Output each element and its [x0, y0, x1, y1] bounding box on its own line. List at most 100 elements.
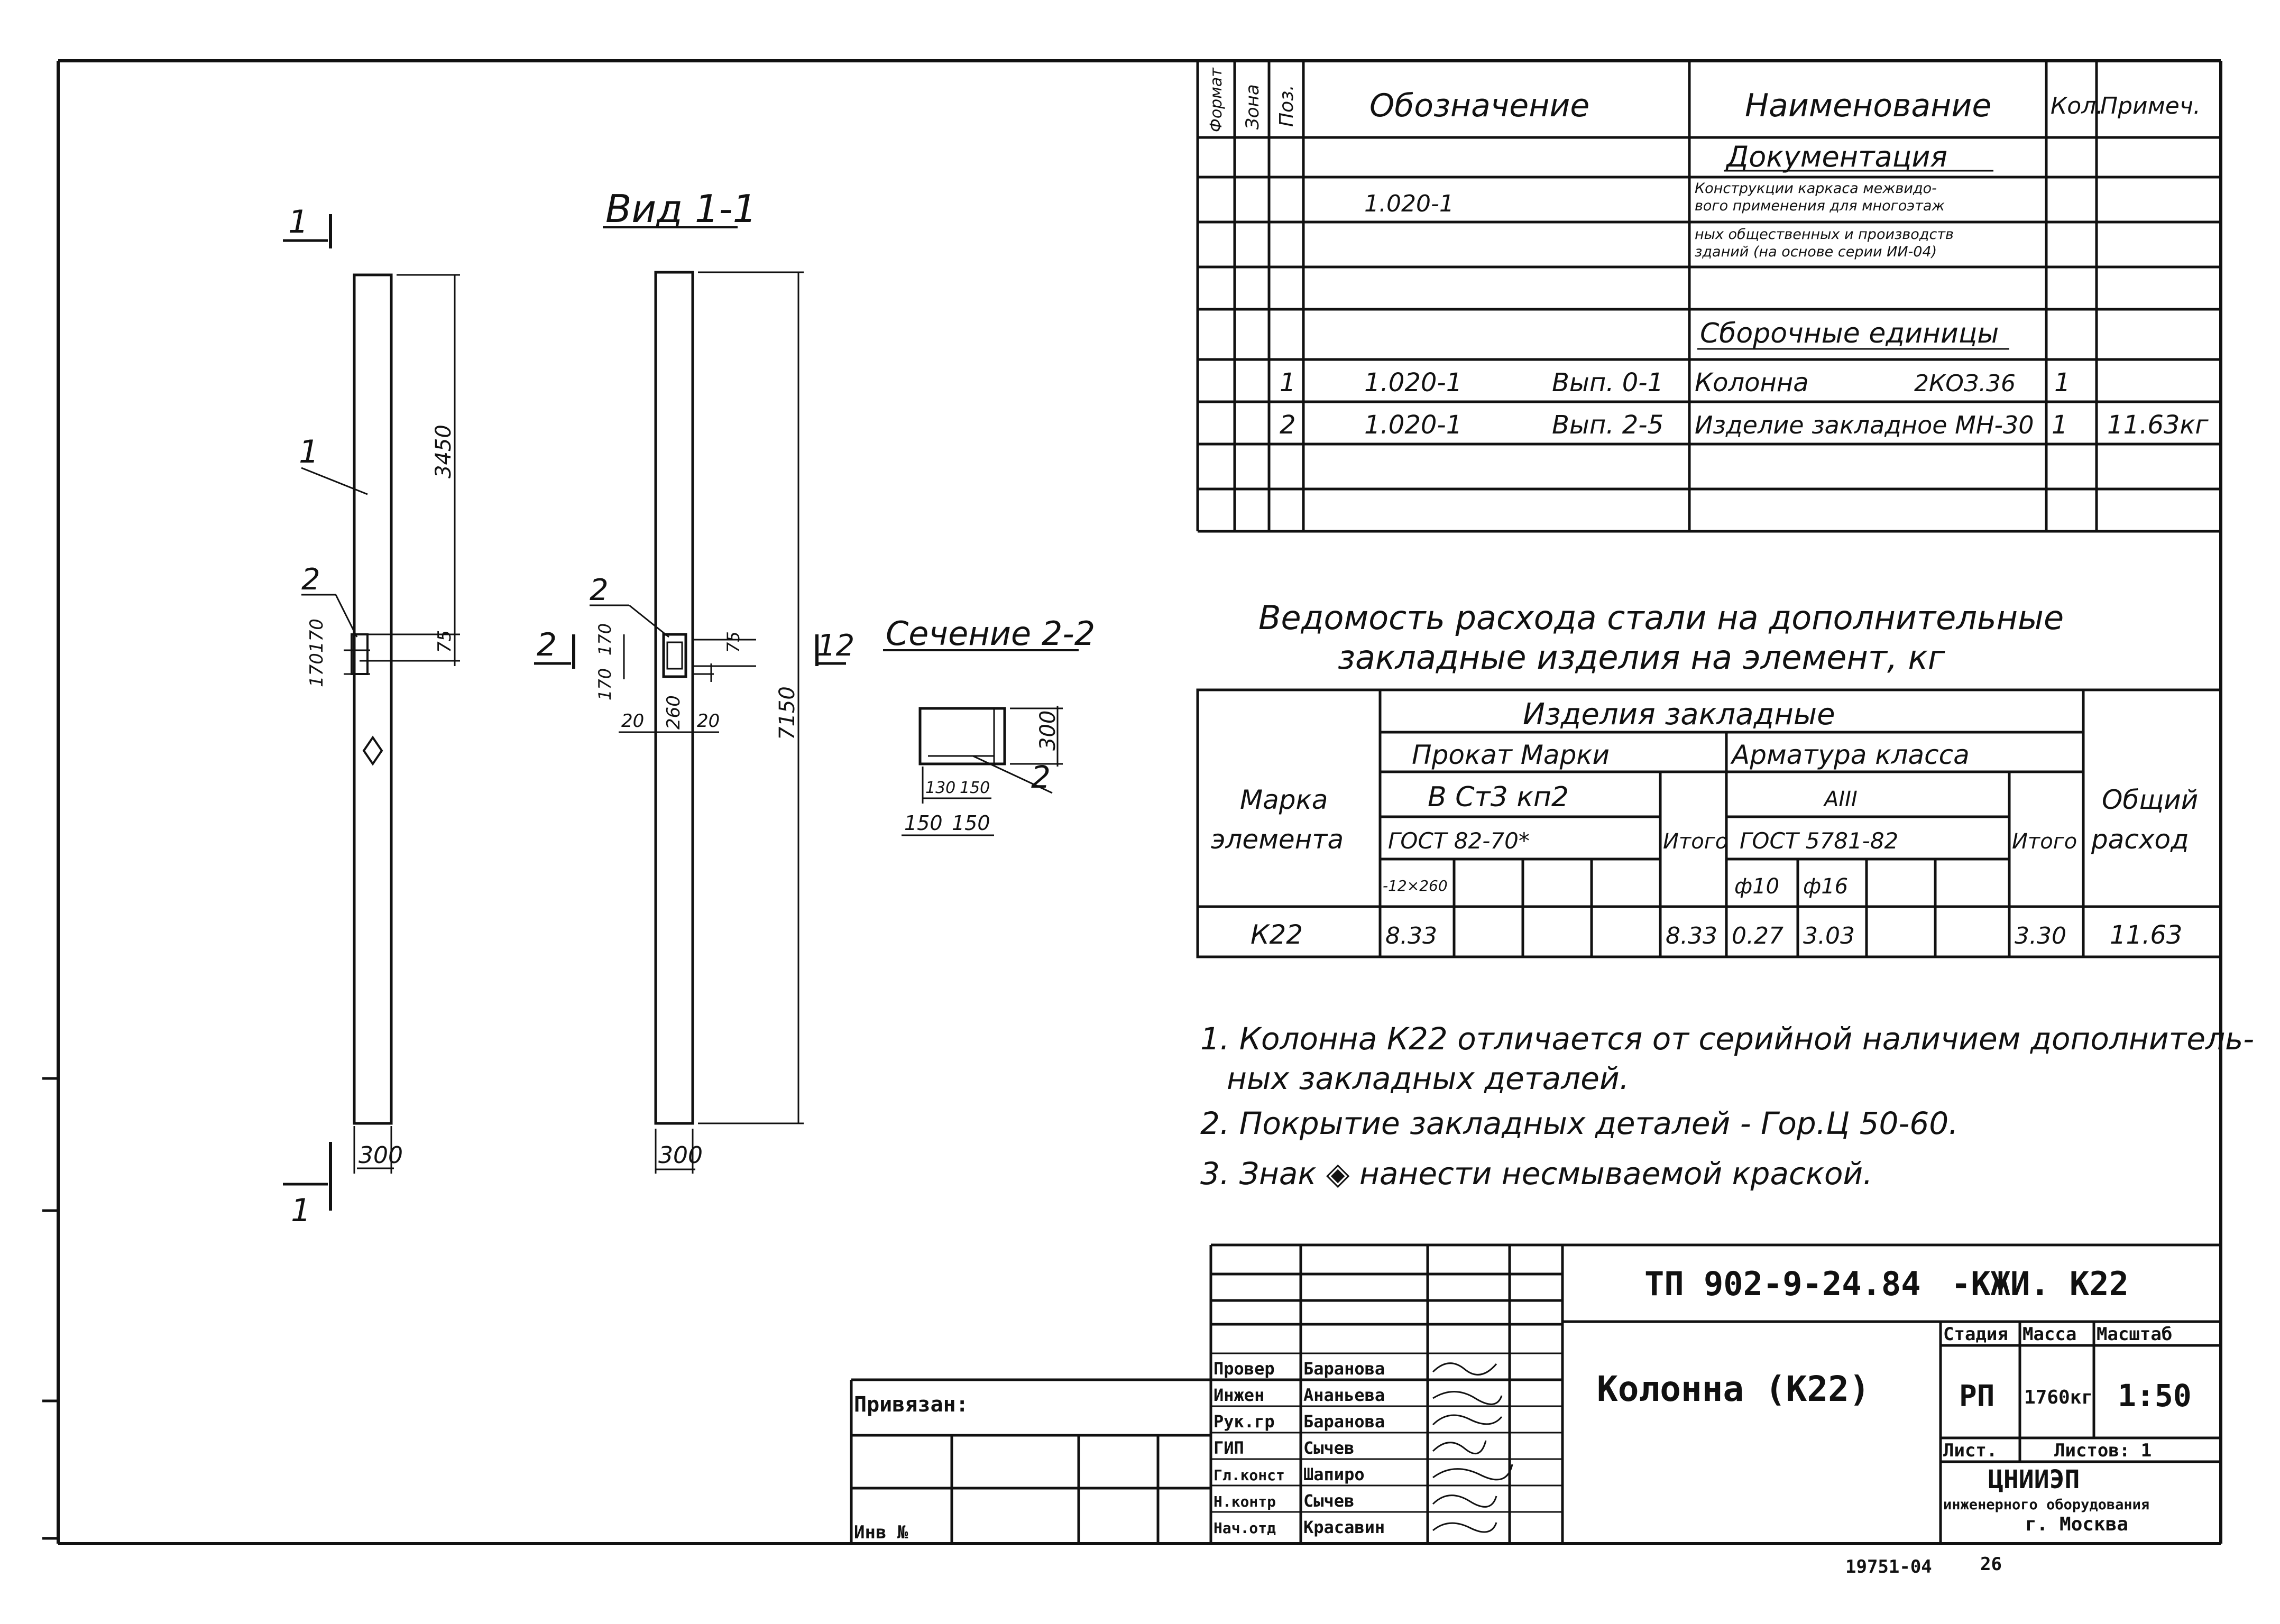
column-body-side — [654, 271, 694, 1125]
dim-260: 260 — [663, 695, 684, 730]
footer-page: 26 — [1980, 1554, 2002, 1575]
org-name: ЦНИИЭП — [1988, 1465, 2080, 1494]
spec-row-1: 1 1.020-1 Вып. 0-1 Колонна 2КОЗ.36 1 — [1280, 368, 2071, 398]
svg-text:Н.контр: Н.контр — [1213, 1493, 1276, 1510]
cut-marker-1-top: 1 — [283, 204, 332, 248]
dim-300-side: 300 — [658, 1142, 703, 1169]
svg-text:Ананьева: Ананьева — [1303, 1385, 1385, 1405]
spec-doc-designation: 1.020-1 — [1364, 190, 1454, 217]
svg-text:150: 150 — [960, 779, 990, 797]
steel-rolled-col: -12×260 — [1383, 877, 1448, 894]
svg-text:ГИП: ГИП — [1213, 1438, 1244, 1458]
inv-label: Инв № — [854, 1522, 908, 1543]
column-view-side: 7150 75 170 170 2 2 12 20 260 20 300 — [534, 271, 854, 1174]
svg-text:170: 170 — [595, 623, 615, 656]
dim-75-side: 75 — [723, 631, 743, 653]
note-1-line2: ных закладных деталей. — [1227, 1060, 1629, 1096]
svg-text:11.63: 11.63 — [2110, 920, 2182, 950]
steel-grand-header-2: расход — [2091, 824, 2189, 855]
sheet-label: Лист. — [1943, 1440, 1997, 1461]
dim-170a: 170 — [306, 653, 327, 687]
steel-title-line1: Ведомость расхода стали на дополнительны… — [1258, 598, 2064, 637]
svg-text:Инжен: Инжен — [1213, 1385, 1264, 1405]
mass-label: Масса — [2022, 1324, 2076, 1345]
steel-title-line2: закладные изделия на элемент, кг — [1338, 638, 1945, 677]
steel-table-grid — [1196, 688, 2222, 958]
steel-rebar-header: Арматура класса — [1730, 740, 1970, 770]
scale-value: 1:50 — [2118, 1378, 2192, 1414]
steel-group-header: Изделия закладные — [1523, 697, 1835, 732]
column-body — [353, 273, 393, 1125]
steel-grand-header-1: Общий — [2102, 785, 2198, 815]
pos-1-label: 1 — [299, 433, 319, 470]
steel-mark-header-1: Марка — [1240, 785, 1328, 815]
spec-table-grid — [1196, 61, 2222, 533]
svg-text:Рук.гр: Рук.гр — [1213, 1411, 1275, 1432]
spec-header-qty: Кол. — [2051, 93, 2103, 119]
section-2-2-drawing: 300 2 130 150 150 150 — [902, 706, 1063, 836]
steel-data-row: К22 8.33 8.33 0.27 3.03 3.30 11.63 — [1251, 919, 2182, 950]
svg-text:Баранова: Баранова — [1303, 1359, 1385, 1379]
spec-header-note: Примеч. — [2100, 93, 2201, 119]
org-city: г. Москва — [2025, 1514, 2128, 1535]
section-pos-2: 2 — [1031, 759, 1051, 795]
pos-2-label-front: 2 — [301, 562, 320, 597]
svg-text:Шапиро: Шапиро — [1303, 1464, 1365, 1484]
steel-rebar-total-header: Итого — [2012, 829, 2077, 854]
steel-rebar-col1: ф10 — [1734, 874, 1779, 899]
svg-text:К22: К22 — [1251, 919, 1303, 950]
svg-text:зданий (на основе серии ИИ-04): зданий (на основе серии ИИ-04) — [1695, 244, 1937, 260]
svg-text:0.27: 0.27 — [1732, 922, 1783, 949]
svg-text:Колонна: Колонна — [1695, 368, 1809, 398]
dim-12: 12 — [817, 629, 854, 663]
stage-value: РП — [1959, 1379, 1994, 1414]
dim-3450: 3450 — [431, 425, 456, 478]
dim-75: 75 — [434, 630, 455, 653]
signatures — [1432, 1362, 1513, 1533]
steel-rolled-grade: В Ст3 кп2 — [1428, 781, 1569, 813]
svg-text:Вып. 0-1: Вып. 0-1 — [1552, 368, 1663, 398]
steel-rolled-total-header: Итого — [1663, 829, 1728, 854]
svg-text:Красавин: Красавин — [1303, 1517, 1385, 1537]
title-name: Колонна (К22) — [1597, 1369, 1870, 1409]
cut-2-left: 2 — [537, 626, 557, 663]
svg-text:1: 1 — [288, 204, 308, 241]
dim-7150: 7150 — [775, 686, 799, 740]
svg-text:Провер: Провер — [1213, 1359, 1275, 1379]
spec-header-format: Формат — [1207, 67, 1226, 132]
section-dim-300: 300 — [1036, 710, 1060, 751]
scale-label: Масштаб — [2097, 1324, 2172, 1345]
steel-mark-header-2: элемента — [1211, 824, 1344, 855]
mass-value: 1760кг — [2024, 1387, 2093, 1408]
steel-rebar-class: АIII — [1823, 787, 1858, 811]
svg-text:Баранова: Баранова — [1303, 1411, 1385, 1432]
dim-300-front: 300 — [358, 1142, 403, 1169]
svg-text:1: 1 — [291, 1192, 311, 1229]
svg-text:3.30: 3.30 — [2015, 922, 2066, 949]
svg-text:1: 1 — [2052, 410, 2068, 440]
note-3: 3. Знак ◈ нанести несмываемой краской. — [1200, 1156, 1873, 1192]
svg-text:1.020-1: 1.020-1 — [1364, 368, 1462, 398]
steel-rolled-gost: ГОСТ 82-70* — [1388, 828, 1530, 854]
svg-text:130: 130 — [925, 779, 955, 797]
dim-20a: 20 — [621, 710, 644, 732]
svg-text:8.33: 8.33 — [1385, 922, 1437, 949]
section-2-2-title: Сечение 2-2 — [886, 614, 1095, 653]
spec-header-zone: Зона — [1242, 84, 1263, 130]
dim-170b: 170 — [306, 619, 327, 653]
svg-text:8.33: 8.33 — [1666, 922, 1717, 949]
spec-header-pos: Поз. — [1276, 85, 1298, 127]
svg-text:1: 1 — [1280, 368, 1296, 398]
title-code: ТП 902-9-24.84 — [1644, 1265, 1921, 1303]
svg-text:11.63кг: 11.63кг — [2107, 410, 2209, 440]
svg-text:Гл.конст: Гл.конст — [1213, 1466, 1285, 1484]
svg-text:ных общественных и производств: ных общественных и производств — [1695, 226, 1954, 243]
title-block-roles: Провер Баранова Инжен Ананьева Рук.гр Ба… — [1213, 1359, 1385, 1537]
mark-sign-icon — [362, 735, 383, 766]
svg-text:150: 150 — [952, 811, 990, 835]
column-view-front: 3450 75 170 170 1 2 300 — [299, 273, 460, 1174]
svg-text:вого применения для многоэтаж: вого применения для многоэтаж — [1695, 198, 1945, 214]
title-suffix: -КЖИ. К22 — [1951, 1265, 2129, 1303]
